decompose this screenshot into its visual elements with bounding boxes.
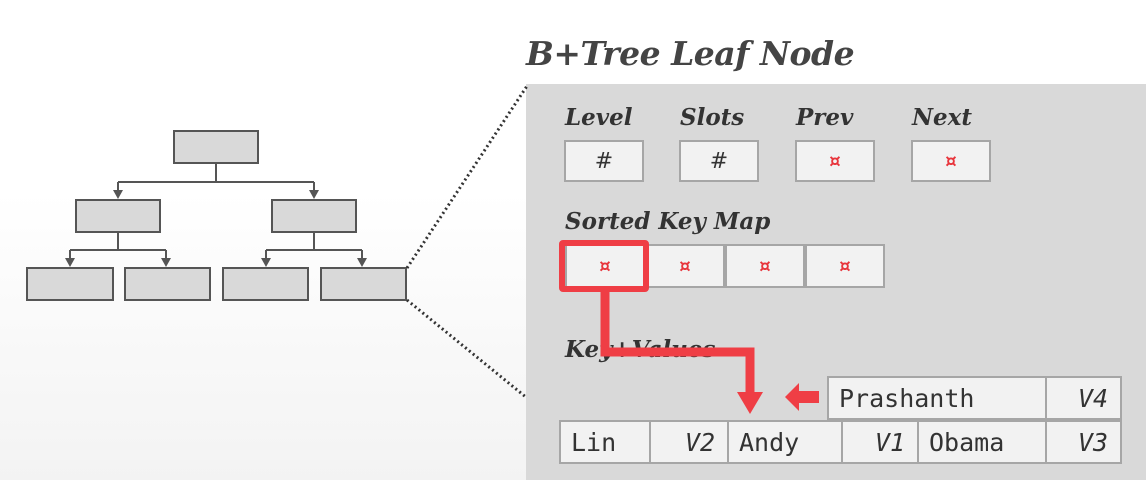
slot-pointer-icon: ¤ (679, 255, 691, 277)
kv-value-cell: V2 (649, 420, 729, 464)
tree-leaf-node-4 (320, 267, 407, 301)
tree-leaf-node-2 (124, 267, 211, 301)
tree-leaf-node-3 (222, 267, 309, 301)
kv-key: Andy (739, 427, 800, 457)
header-level-box: # (564, 140, 644, 182)
new-entry-key-cell: Prashanth (827, 376, 1047, 420)
tree-internal-node-right (271, 199, 357, 233)
header-level-value: # (594, 148, 614, 174)
header-slots-box: # (679, 140, 759, 182)
kv-key: Lin (571, 427, 617, 457)
slot-pointer-icon: ¤ (759, 255, 771, 277)
slot-pointer-icon: ¤ (839, 255, 851, 277)
insert-left-arrow-icon (785, 383, 819, 411)
header-prev-box: ¤ (795, 140, 875, 182)
sorted-key-map-slot: ¤ (805, 244, 885, 288)
header-label-next: Next (912, 104, 972, 131)
kv-value: V1 (874, 427, 905, 457)
kv-key-cell: Andy (727, 420, 843, 464)
sorted-key-map-label: Sorted Key Map (565, 208, 771, 235)
next-pointer-icon: ¤ (945, 150, 957, 172)
header-label-slots: Slots (680, 104, 745, 131)
kv-key-cell: Obama (917, 420, 1047, 464)
slot-to-entry-arrow (600, 292, 755, 394)
slot-to-entry-arrowhead (737, 392, 763, 414)
slot-pointer-icon: ¤ (599, 255, 611, 277)
diagram-title: B+Tree Leaf Node (526, 34, 855, 73)
kv-key: Obama (929, 427, 1005, 457)
header-slots-value: # (709, 148, 729, 174)
header-next-box: ¤ (911, 140, 991, 182)
new-entry-key: Prashanth (839, 383, 975, 413)
kv-value: V2 (684, 427, 715, 457)
kv-value-cell: V1 (841, 420, 919, 464)
new-entry-value-cell: V4 (1045, 376, 1122, 420)
slot-highlight (559, 240, 649, 292)
kv-value-cell: V3 (1045, 420, 1122, 464)
prev-pointer-icon: ¤ (829, 150, 841, 172)
sorted-key-map-slot: ¤ (725, 244, 805, 288)
header-label-prev: Prev (796, 104, 854, 131)
tree-internal-node-left (75, 199, 161, 233)
tree-root-node (173, 130, 259, 164)
tree-leaf-node-1 (26, 267, 114, 301)
header-label-level: Level (565, 104, 633, 131)
new-entry-value: V4 (1077, 383, 1108, 413)
kv-value: V3 (1077, 427, 1108, 457)
